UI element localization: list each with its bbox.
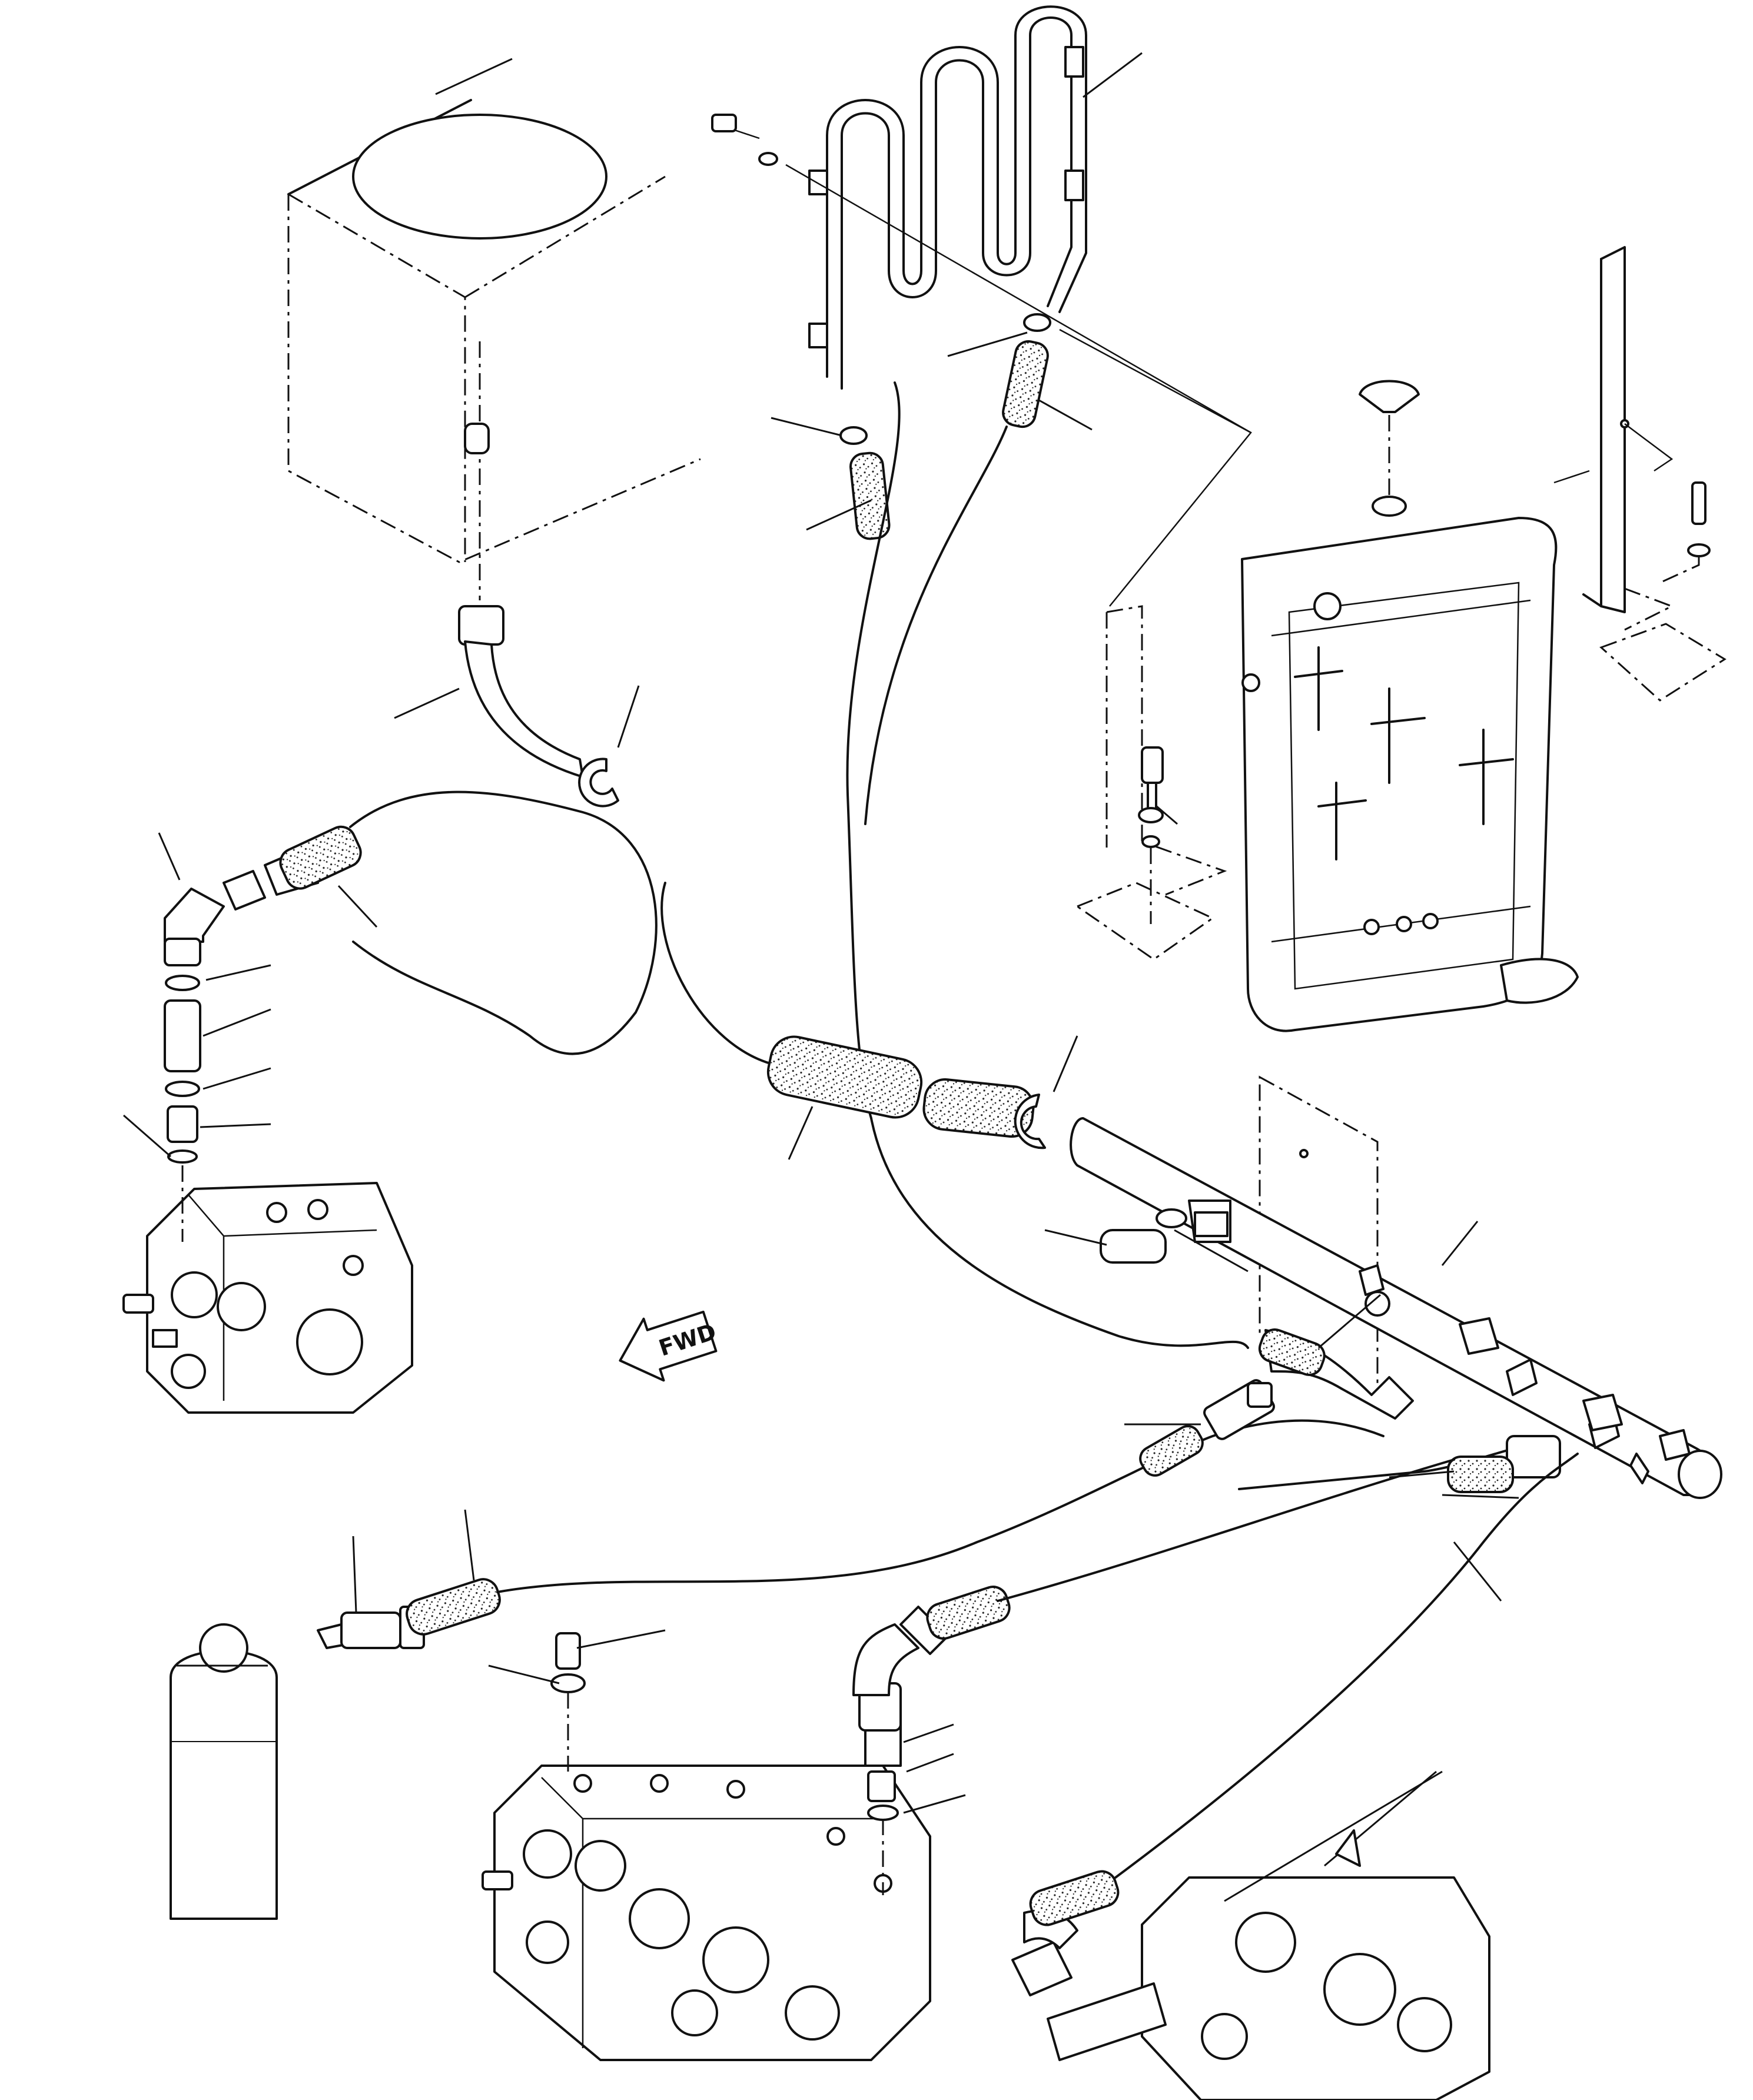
valve-left-fittings — [123, 790, 658, 1242]
radiator — [1241, 380, 1579, 1032]
valve-bottom-fittings — [852, 1458, 1455, 1895]
return-manifold-tube — [1044, 1075, 1722, 1499]
oil-cooler-coil — [711, 5, 1252, 607]
accumulator-hose — [340, 1379, 1561, 1649]
valve-bottom — [482, 1629, 931, 2061]
tank-outlet-hose — [394, 605, 640, 808]
center-hose-sleeves — [660, 381, 1249, 1349]
radiator-mount-left — [1075, 605, 1227, 961]
accumulator — [170, 1620, 360, 1920]
valve-right — [1011, 1453, 1579, 2100]
radiator-mount-right — [1553, 246, 1727, 702]
valve-left — [122, 1182, 413, 1414]
fwd-arrow-icon: FWD — [619, 1310, 719, 1382]
hydraulic-tank — [287, 58, 701, 600]
